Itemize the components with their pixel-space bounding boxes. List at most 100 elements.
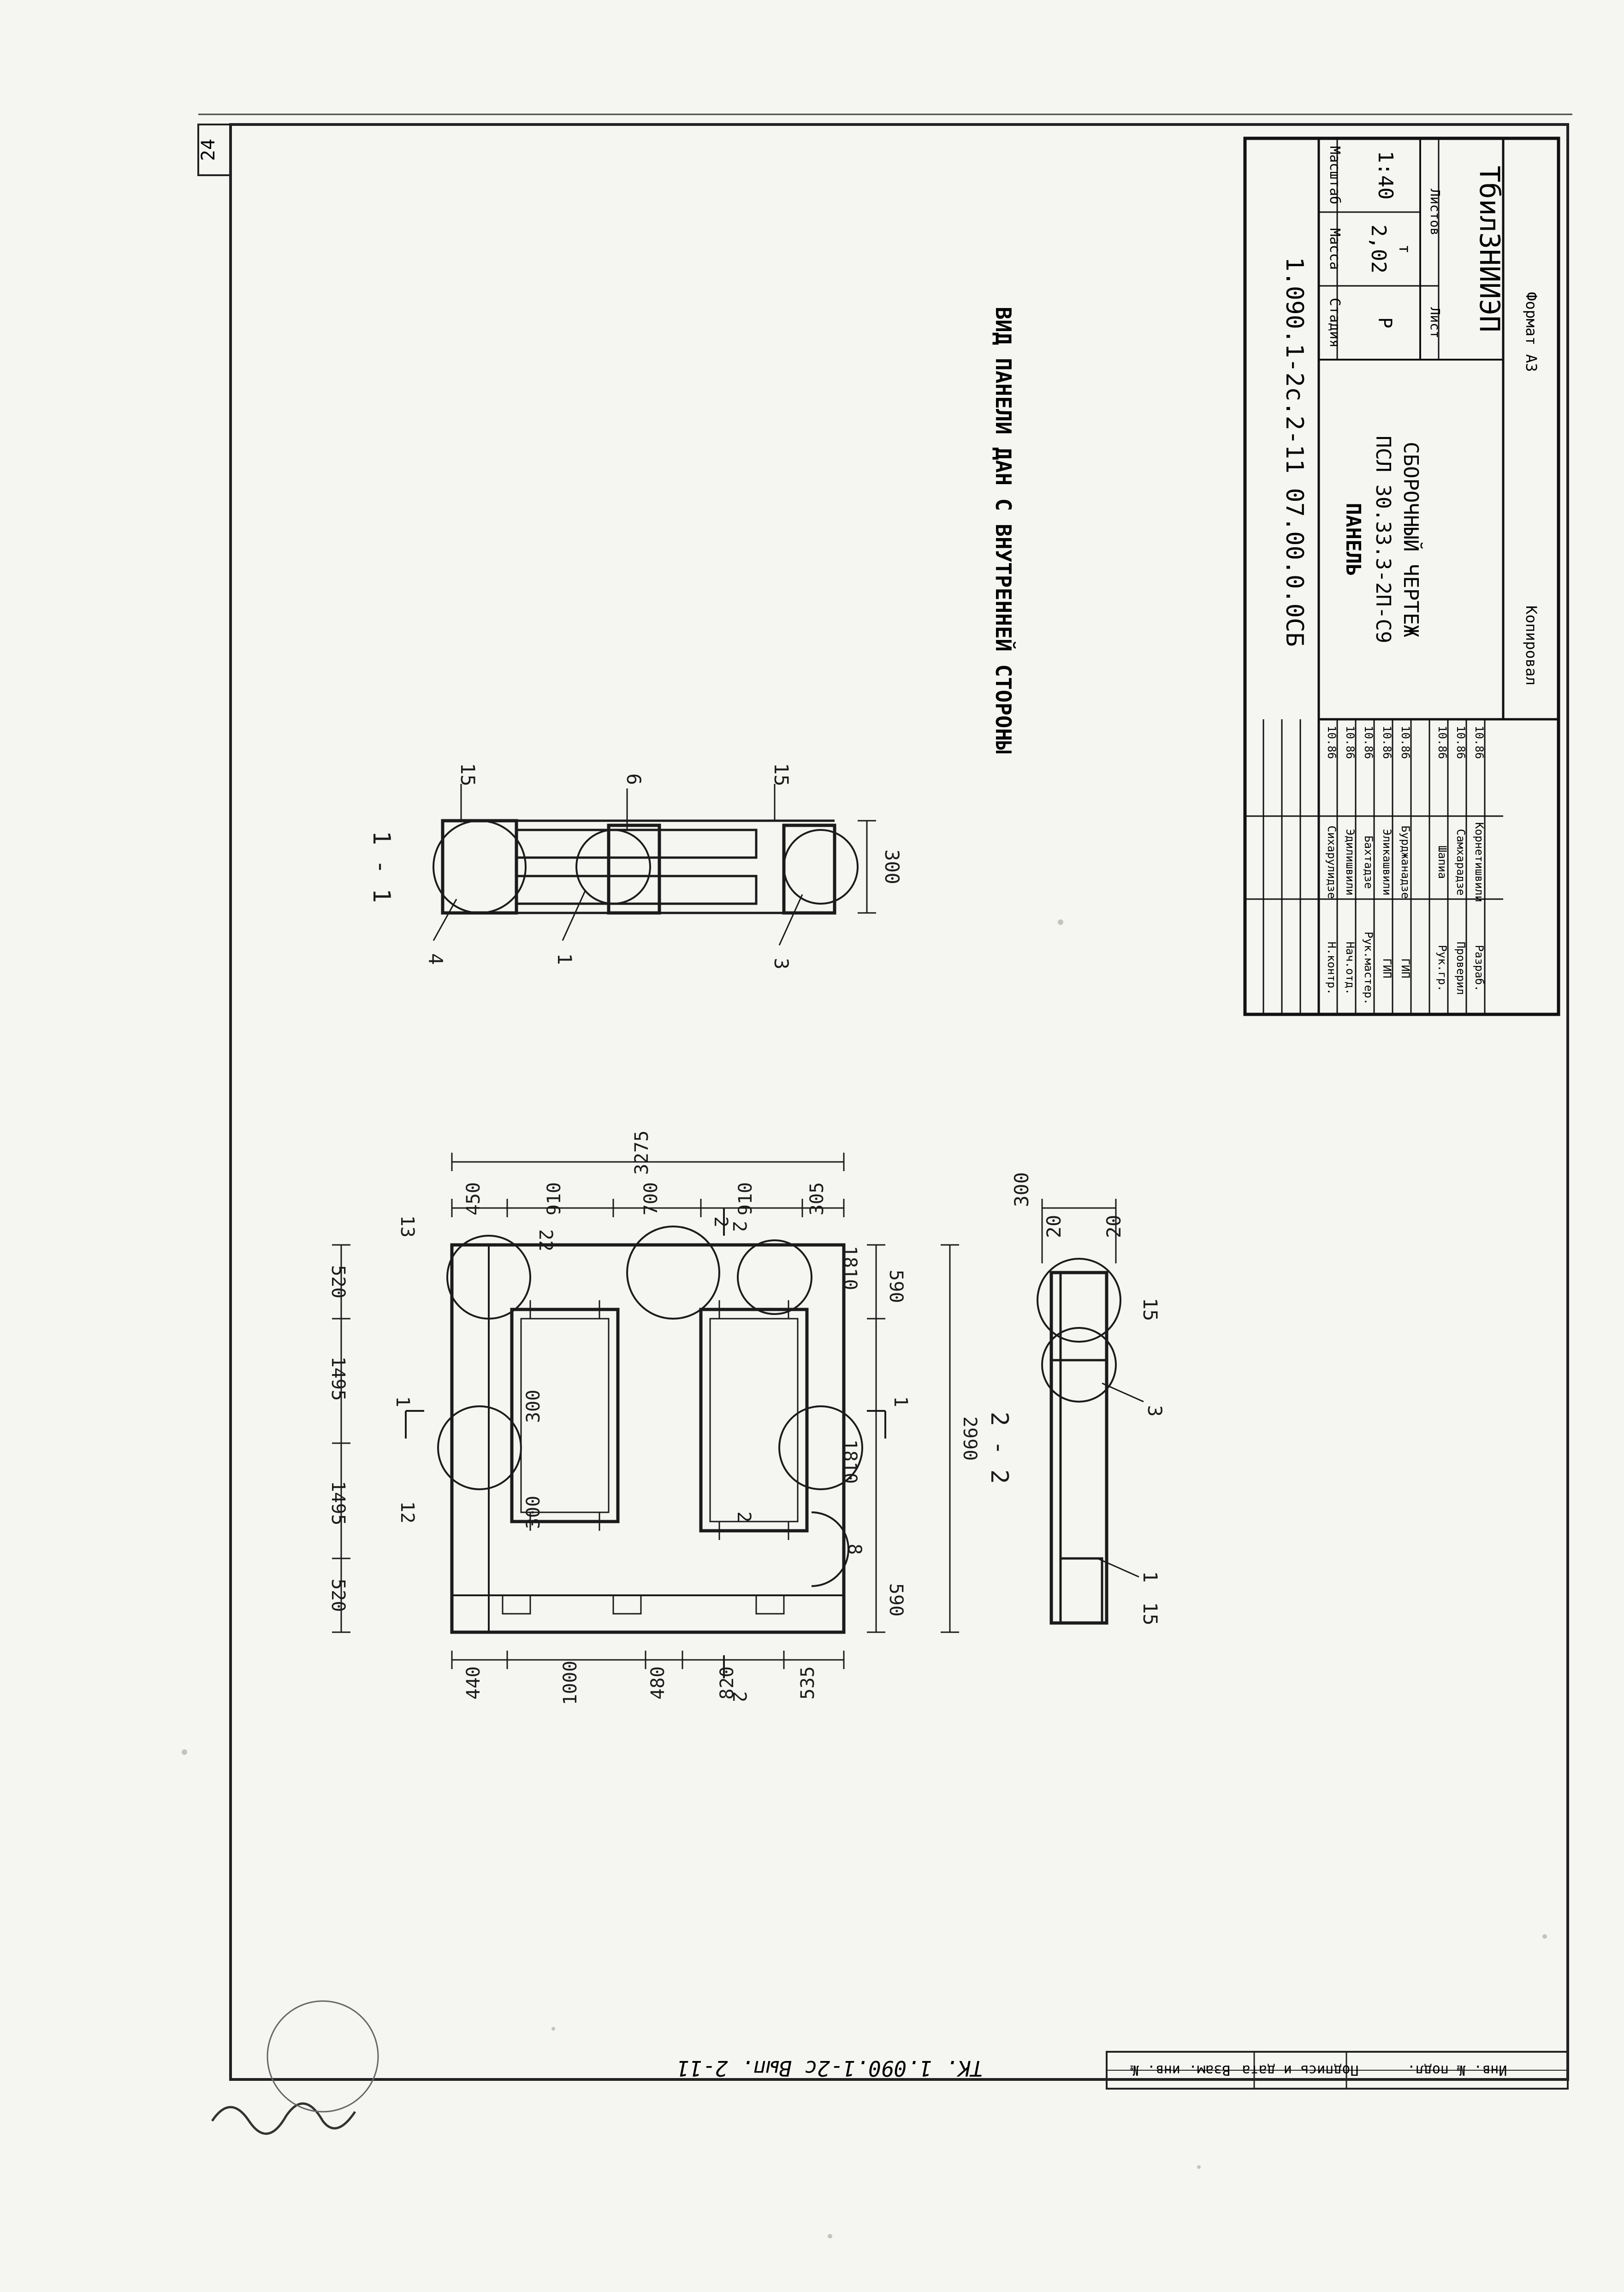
dim-label: 450 — [463, 1182, 484, 1215]
staff-role: Проверил — [1454, 942, 1467, 995]
dim-label: 20 — [1102, 1215, 1125, 1238]
page-number-box: 24 — [197, 124, 231, 176]
mark-label: 1810 — [839, 1246, 860, 1290]
staff-date: 10.86 — [1325, 726, 1338, 759]
mark-label: 12 — [397, 1501, 418, 1523]
total-width-label: 3275 — [631, 1131, 652, 1175]
replace-inv-label: Взам. инв. № — [1131, 2062, 1231, 2078]
staff-role: ГИП — [1399, 958, 1412, 978]
dim-label: 15 — [1139, 1298, 1162, 1321]
staff-name: Эдилишвили — [1344, 829, 1357, 896]
staff-date: 10.86 — [1399, 726, 1412, 759]
staff-date: 10.86 — [1436, 726, 1449, 759]
dim-label: 590 — [885, 1583, 907, 1617]
format-label: Формат А3 — [1523, 292, 1540, 372]
dim-label: 590 — [885, 1270, 907, 1303]
mass-unit: т — [1395, 244, 1414, 254]
section-2-2: 2 - 2 — [985, 1199, 1144, 1625]
section-2-labels: 1 3 300 20 20 15 15 — [1010, 1172, 1166, 1625]
mass-value: 2,02 — [1367, 225, 1390, 273]
scale-header: Масштаб — [1327, 146, 1343, 204]
dim-label: 300 — [1010, 1172, 1033, 1207]
dim-label: 20 — [1043, 1215, 1065, 1238]
mark-label: 22 — [535, 1229, 556, 1251]
panel-name: ПАНЕЛЬ — [1341, 503, 1365, 576]
callout-label: 1 — [553, 953, 576, 965]
section-2-title: 2 - 2 — [985, 1412, 1013, 1484]
dim-label: 300 — [881, 849, 903, 884]
mass-header: Масса — [1327, 228, 1343, 270]
dim-label: 1495 — [327, 1356, 349, 1401]
staff-name: Сихарулидзе — [1325, 826, 1338, 899]
section-1-1: 1 - 1 — [367, 784, 876, 946]
mark-label: 2 — [710, 1216, 731, 1227]
section-mark: 1 — [392, 1396, 413, 1407]
drawing-type: СБОРОЧНЫЙ ЧЕРТЕЖ — [1399, 442, 1423, 637]
left-binding-block: Инв. № подл. Подпись и дата Взам. инв. №… — [677, 2051, 1569, 2090]
panel-plan-view — [332, 1153, 959, 1678]
section-mark: 2 — [729, 1221, 750, 1232]
stage-header: Стадия — [1327, 298, 1343, 348]
scale-value: 1:40 — [1374, 151, 1397, 200]
opening-1 — [510, 1308, 620, 1523]
staff-date: 10.86 — [1454, 726, 1467, 759]
stage-value: Р — [1374, 317, 1395, 328]
dim-label: 305 — [806, 1182, 828, 1215]
callout-label: 6 — [622, 773, 645, 785]
staff-date: 10.86 — [1344, 726, 1357, 759]
staff-date: 10.86 — [1362, 726, 1375, 759]
signature-date-label: Подпись и дата — [1242, 2062, 1359, 2078]
dim-label: 1495 — [327, 1481, 349, 1525]
dim-label: 1000 — [560, 1661, 581, 1705]
mark-label: 13 — [397, 1215, 418, 1238]
dim-label: 910 — [544, 1182, 565, 1215]
mark-label: 8 — [844, 1544, 865, 1555]
mark-label: 2 — [733, 1511, 754, 1522]
callout-label: 4 — [424, 953, 447, 965]
dim-label: 440 — [463, 1666, 484, 1700]
section-mark: 2 — [729, 1691, 750, 1702]
staff-name: Бурджанадзе — [1399, 826, 1412, 899]
staff-grid — [1245, 719, 1503, 1014]
section-1-title: 1 - 1 — [367, 831, 395, 903]
dim-label: 910 — [735, 1182, 756, 1215]
outer-frame — [229, 123, 1569, 2081]
dim-label: 15 — [770, 763, 793, 787]
sheet-label: Лист — [1428, 307, 1443, 338]
dim-label: 15 — [456, 763, 479, 787]
staff-date: 10.86 — [1473, 726, 1486, 759]
signature-mark — [211, 2000, 379, 2135]
staff-name: Эликашвили — [1381, 829, 1393, 896]
staff-name: Шапиа — [1436, 846, 1449, 879]
dim-label: 15 — [1139, 1602, 1162, 1626]
staff-role: Разраб. — [1473, 945, 1486, 991]
staff-role: Рук.мастер. — [1362, 932, 1375, 1005]
dim-label: 520 — [327, 1265, 349, 1298]
page-number: 24 — [198, 139, 219, 161]
callout-label: 3 — [1144, 1405, 1166, 1416]
total-height-label: 2990 — [959, 1416, 980, 1461]
staff-role: Нач.отд. — [1344, 942, 1357, 995]
dim-label: 820 — [717, 1666, 738, 1700]
dim-label: 700 — [640, 1182, 662, 1215]
plan-view-labels: 520 1495 1495 520 450 910 700 910 305 32… — [327, 1131, 980, 1705]
mark-label: 1810 — [839, 1439, 860, 1484]
staff-entries: Н.контр. Сихарулидзе 10.86 Нач.отд. Эдил… — [1325, 726, 1486, 1005]
dim-label: 480 — [647, 1666, 669, 1700]
dim-label: 535 — [797, 1666, 818, 1700]
designation: 1.090.1-2с.2-11 07.00.0.0СБ — [1280, 257, 1308, 646]
inv-orig-label: Инв. № подл. — [1407, 2062, 1507, 2078]
opening-dim: 300 — [523, 1496, 544, 1529]
staff-role: Рук.гр. — [1436, 945, 1449, 991]
section-1-labels: 4 1 6 3 15 15 300 — [424, 763, 903, 970]
panel-code: ПСЛ 30.33.3-2П-С9 — [1371, 436, 1395, 643]
opening-dim: 300 — [523, 1390, 544, 1423]
title-block: 1.090.1-2с.2-11 07.00.0.0СБ ПАНЕЛЬ ПСЛ 3… — [1243, 136, 1560, 1016]
dim-label: 520 — [327, 1579, 349, 1612]
staff-name: Самхарадзе — [1454, 829, 1467, 896]
scan-noise — [182, 919, 1547, 2239]
sheets-label: Листов — [1428, 189, 1443, 235]
left-stamp-text: ТК. 1.090.1-2с Вып. 2-11 — [677, 2056, 984, 2081]
